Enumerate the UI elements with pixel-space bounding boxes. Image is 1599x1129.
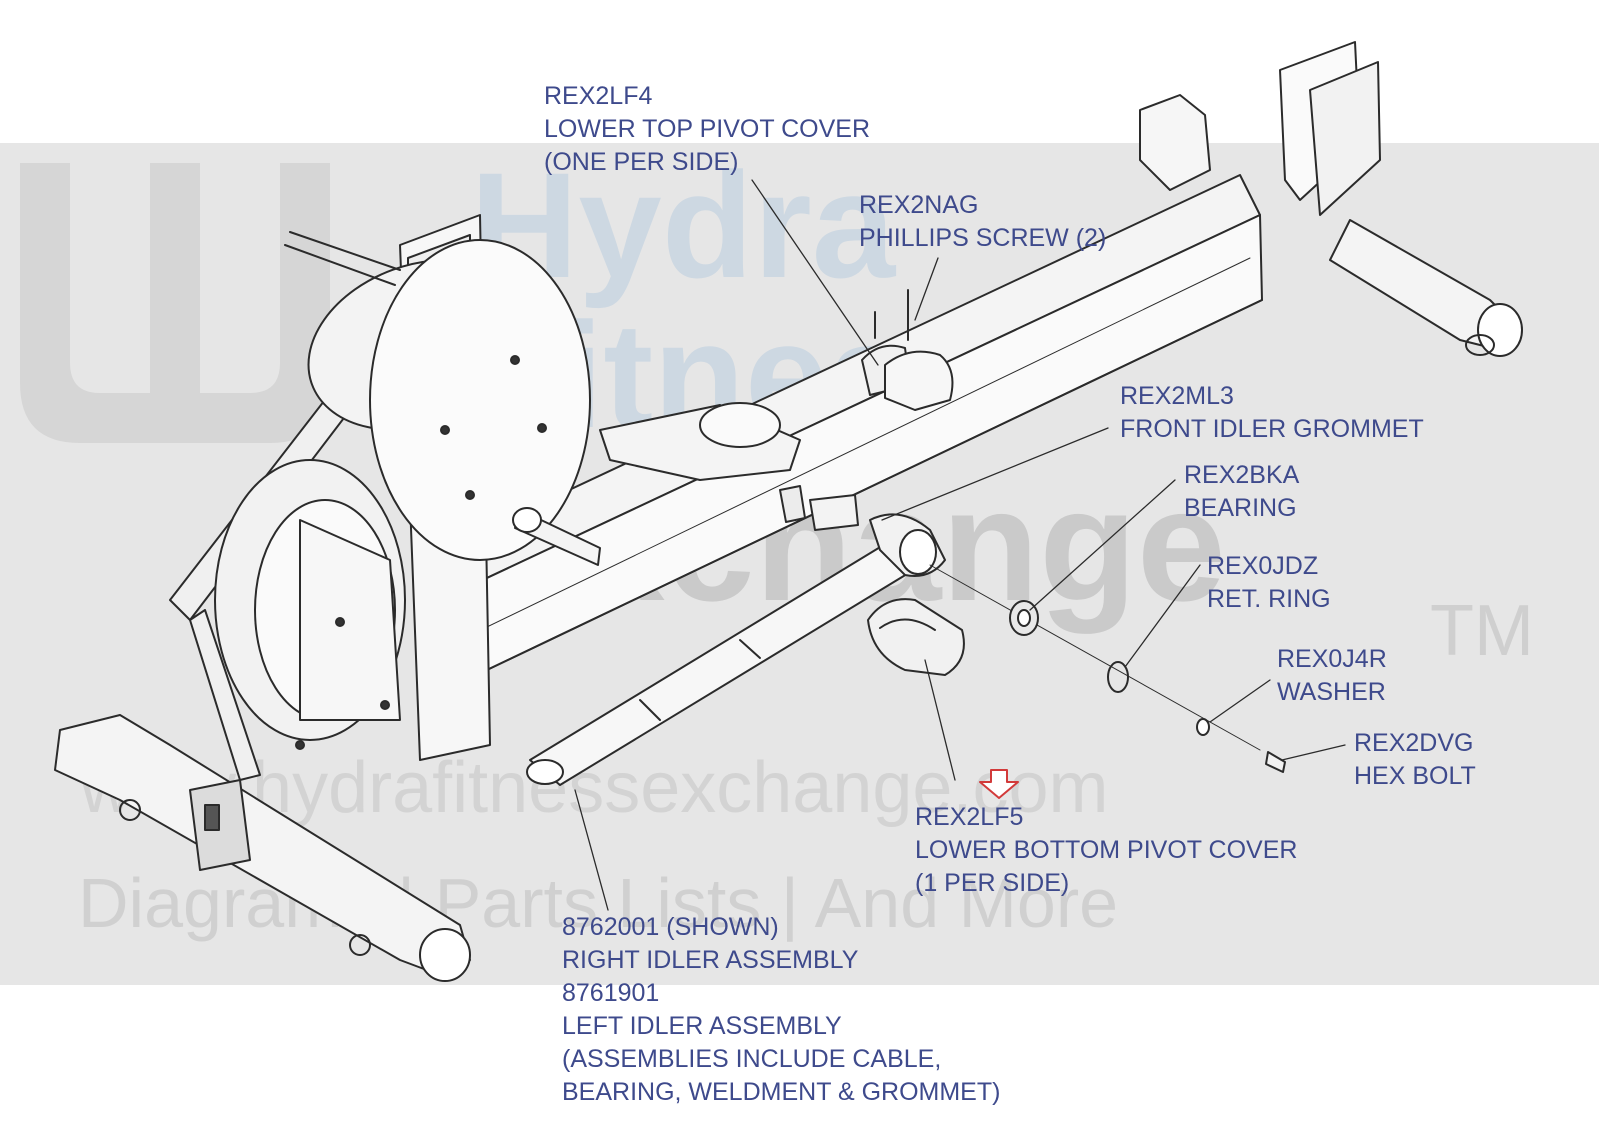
- large-disc: [284, 231, 591, 561]
- callout-phillips-screw: REX2NAG PHILLIPS SCREW (2): [859, 191, 1107, 252]
- rear-stand: [1139, 41, 1523, 357]
- front-stand: [54, 714, 471, 982]
- callout-hex-bolt: REX2DVG HEX BOLT: [1354, 729, 1476, 790]
- watermark-logo: [20, 163, 330, 443]
- watermark-tagline: Diagrams | Parts Lists | And More: [78, 864, 1119, 942]
- callout-lower-top-pivot-cover: REX2LF4 LOWER TOP PIVOT COVER (ONE PER S…: [544, 82, 871, 176]
- leader-lines: [574, 179, 1346, 911]
- bottom-pivot-cover: [867, 598, 965, 676]
- watermark-trademark: TM: [1430, 591, 1534, 671]
- axle: [512, 507, 601, 566]
- callout-bearing: REX2BKA BEARING: [1184, 461, 1300, 522]
- seat-carriage: [599, 402, 801, 481]
- highlight-down-arrow: [979, 769, 1019, 799]
- callout-front-idler-grommet: REX2ML3 FRONT IDLER GROMMET: [1120, 382, 1424, 443]
- idler-assembly: [526, 485, 946, 786]
- callout-ret-ring: REX0JDZ RET. RING: [1207, 552, 1331, 613]
- flywheel-housing: [214, 459, 406, 750]
- callout-lower-bottom-pivot-cover: REX2LF5 LOWER BOTTOM PIVOT COVER (1 PER …: [915, 803, 1298, 897]
- callout-washer: REX0J4R WASHER: [1277, 645, 1387, 706]
- callout-idler-assembly: 8762001 (SHOWN) RIGHT IDLER ASSEMBLY 876…: [562, 913, 1001, 1106]
